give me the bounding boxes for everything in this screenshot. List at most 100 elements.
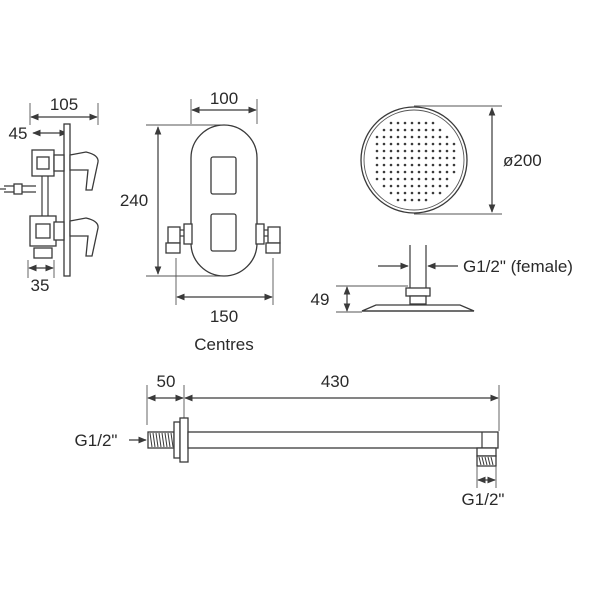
- nozzle-dot: [410, 156, 414, 160]
- thread-line: [478, 456, 482, 466]
- nozzle-dot: [431, 142, 435, 146]
- nozzle-dot: [403, 121, 407, 125]
- nozzle-dot: [438, 149, 442, 153]
- nozzle-dot: [424, 121, 428, 125]
- shower-arm-inlet-thread-label: G1/2": [75, 431, 118, 450]
- shower-head-top-view: ø200: [360, 105, 542, 215]
- nozzle-dot: [417, 170, 421, 174]
- shower-arm-length-label: 430: [321, 372, 349, 391]
- nozzle-dot: [389, 128, 393, 132]
- nozzle-dot: [403, 163, 407, 167]
- nozzle-dot: [396, 135, 400, 139]
- nozzle-dot: [410, 184, 414, 188]
- nozzle-dot: [375, 177, 379, 181]
- shower-head-nozzles: [375, 121, 456, 202]
- nozzle-dot: [396, 170, 400, 174]
- nozzle-dot: [389, 142, 393, 146]
- nozzle-dot: [396, 121, 400, 125]
- nozzle-dot: [424, 128, 428, 132]
- nozzle-dot: [417, 184, 421, 188]
- nozzle-dot: [417, 128, 421, 132]
- thread-line: [481, 456, 485, 466]
- nozzle-dot: [417, 135, 421, 139]
- nozzle-dot: [389, 177, 393, 181]
- nozzle-dot: [389, 170, 393, 174]
- nozzle-dot: [417, 142, 421, 146]
- nozzle-dot: [396, 156, 400, 160]
- nozzle-dot: [403, 198, 407, 202]
- nozzle-dot: [382, 142, 386, 146]
- nozzle-dot: [452, 149, 456, 153]
- nozzle-dot: [431, 128, 435, 132]
- nozzle-dot: [417, 163, 421, 167]
- nozzle-dot: [382, 135, 386, 139]
- nozzle-dot: [389, 184, 393, 188]
- nozzle-dot: [410, 163, 414, 167]
- thread-line: [490, 456, 494, 466]
- shower-head-thread-label: G1/2" (female): [463, 257, 573, 276]
- shower-head-height-label: 49: [311, 290, 330, 309]
- nozzle-dot: [382, 156, 386, 160]
- nozzle-dot: [438, 156, 442, 160]
- valve-centres-caption: Centres: [194, 335, 254, 354]
- nozzle-dot: [452, 156, 456, 160]
- outlet-thread: [478, 456, 494, 466]
- nozzle-dot: [382, 149, 386, 153]
- nozzle-dot: [431, 184, 435, 188]
- nozzle-dot: [445, 177, 449, 181]
- nozzle-dot: [424, 149, 428, 153]
- nozzle-dot: [431, 163, 435, 167]
- valve-front-height-label: 240: [120, 191, 148, 210]
- nozzle-dot: [445, 135, 449, 139]
- nozzle-dot: [375, 170, 379, 174]
- shower-arm-view: 50 430 G1/2" G1/2": [75, 372, 505, 509]
- shower-arm-flange-label: 50: [157, 372, 176, 391]
- nozzle-dot: [396, 191, 400, 195]
- nozzle-dot: [431, 191, 435, 195]
- nozzle-dot: [410, 149, 414, 153]
- nozzle-dot: [431, 149, 435, 153]
- nozzle-dot: [389, 121, 393, 125]
- nozzle-dot: [410, 135, 414, 139]
- nozzle-dot: [445, 149, 449, 153]
- nozzle-dot: [382, 163, 386, 167]
- nozzle-dot: [445, 142, 449, 146]
- inlet-thread: [149, 432, 174, 448]
- nozzle-dot: [375, 142, 379, 146]
- nozzle-dot: [417, 149, 421, 153]
- thread-line: [487, 456, 491, 466]
- valve-centres-value-label: 150: [210, 307, 238, 326]
- valve-side-width-label: 105: [50, 95, 78, 114]
- nozzle-dot: [438, 135, 442, 139]
- thread-line: [170, 432, 174, 448]
- nozzle-dot: [424, 135, 428, 139]
- nozzle-dot: [417, 177, 421, 181]
- thread-line: [155, 432, 159, 448]
- nozzle-dot: [431, 121, 435, 125]
- nozzle-dot: [431, 135, 435, 139]
- thread-line: [164, 432, 168, 448]
- nozzle-dot: [452, 170, 456, 174]
- nozzle-dot: [452, 142, 456, 146]
- nozzle-dot: [438, 184, 442, 188]
- nozzle-dot: [445, 170, 449, 174]
- nozzle-dot: [375, 156, 379, 160]
- nozzle-dot: [403, 191, 407, 195]
- shower-head-diameter-label: ø200: [503, 151, 542, 170]
- nozzle-dot: [389, 163, 393, 167]
- nozzle-dot: [403, 128, 407, 132]
- nozzle-dot: [396, 163, 400, 167]
- nozzle-dot: [445, 163, 449, 167]
- nozzle-dot: [424, 142, 428, 146]
- nozzle-dot: [382, 128, 386, 132]
- shower-head-side-view: G1/2" (female) 49: [311, 245, 573, 313]
- thread-line: [149, 432, 153, 448]
- nozzle-dot: [375, 163, 379, 167]
- nozzle-dot: [417, 191, 421, 195]
- nozzle-dot: [375, 135, 379, 139]
- nozzle-dot: [417, 121, 421, 125]
- nozzle-dot: [389, 149, 393, 153]
- nozzle-dot: [410, 177, 414, 181]
- nozzle-dot: [396, 198, 400, 202]
- valve-front-view: 100 240 150 Centres: [120, 89, 281, 354]
